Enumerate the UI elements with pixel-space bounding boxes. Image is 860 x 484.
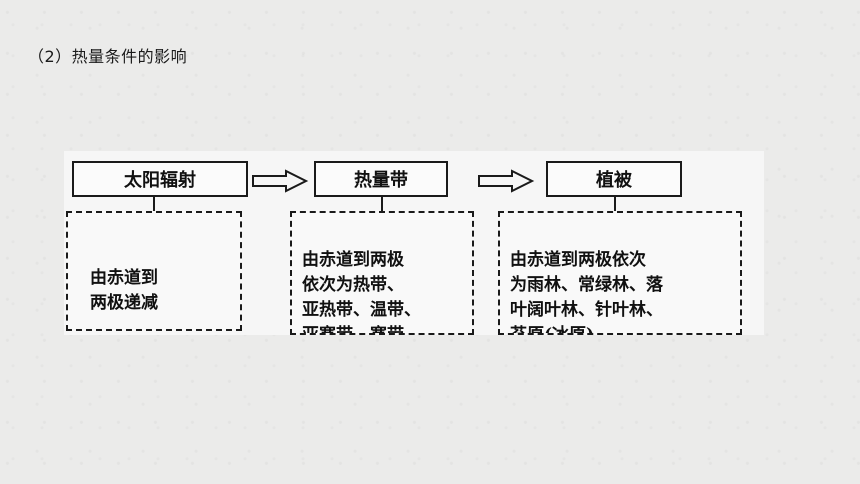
solar-radiation-desc-box: 由赤道到 两极递减 [66,211,242,331]
connector-line-3 [614,197,616,211]
flowchart-scan: 太阳辐射 由赤道到 两极递减 热量带 由赤道到两极 依次为热带、 亚热带、温带、… [64,151,764,335]
heat-zone-desc: 由赤道到两极 依次为热带、 亚热带、温带、 亚寒带、寒带 [302,250,421,335]
solar-radiation-title: 太阳辐射 [124,170,196,191]
right-arrow-icon [252,169,309,193]
vegetation-desc-box: 由赤道到两极依次 为雨林、常绿林、落 叶阔叶林、针叶林、 苔原(冰原) [498,211,742,335]
heat-zone-box: 热量带 [314,161,448,197]
vegetation-title: 植被 [596,170,632,191]
heat-zone-title: 热量带 [354,170,408,191]
connector-line-2 [381,197,383,211]
solar-radiation-box: 太阳辐射 [72,161,248,197]
vegetation-desc: 由赤道到两极依次 为雨林、常绿林、落 叶阔叶林、针叶林、 苔原(冰原) [510,250,663,335]
page-heading: （2）热量条件的影响 [28,47,188,66]
vegetation-box: 植被 [546,161,682,197]
solar-radiation-desc: 由赤道到 两极递减 [90,268,158,313]
connector-line-1 [153,197,155,211]
right-arrow-icon [478,169,535,193]
heat-zone-desc-box: 由赤道到两极 依次为热带、 亚热带、温带、 亚寒带、寒带 [290,211,474,335]
